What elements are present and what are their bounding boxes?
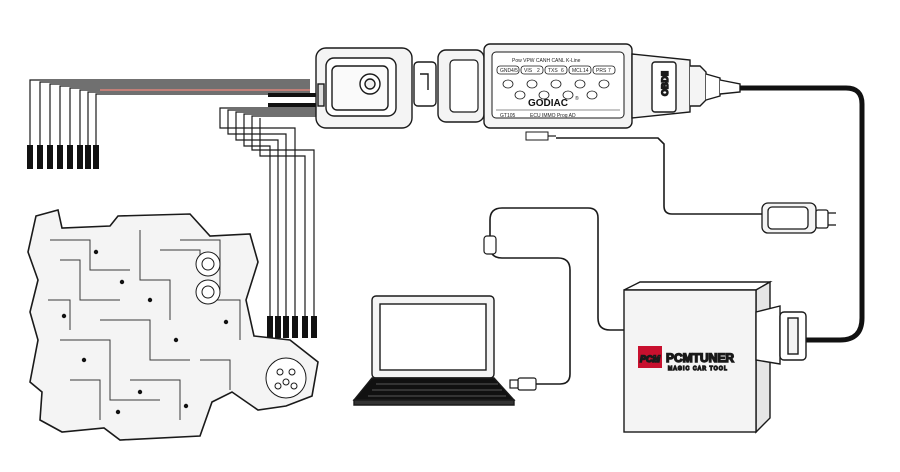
power-cable [556, 137, 762, 215]
cable-ferrite [483, 235, 497, 255]
pcmtuner-brand: PCMTUNER [666, 351, 734, 365]
godiac-pin-label: GND [500, 68, 512, 74]
godiac-pin-number: 4/5 [511, 68, 518, 74]
probe-pins-left [27, 79, 310, 169]
godiac-pin-number: 14 [583, 68, 589, 74]
bench-adapter-box[interactable] [315, 47, 437, 129]
pcmtuner-device[interactable]: PCM PCMTUNER MAGIC CAR TOOL [623, 280, 807, 434]
pcm-logo [638, 346, 662, 368]
obd2-to-pcmtuner-cable [740, 85, 865, 343]
obd2-label: OBDII [660, 71, 670, 96]
godiac-pin-label: VIS [524, 68, 533, 74]
godiac-registered: ® [575, 95, 579, 102]
usb-plug-icon [509, 377, 537, 391]
godiac-gt105-device[interactable]: Pow VPW CANH CANL K-Line GND VIS TXS MCL… [437, 43, 633, 141]
godiac-brand: GODIAC [528, 98, 568, 109]
godiac-pin-label: TXS [548, 68, 558, 74]
godiac-pin-row [496, 65, 616, 75]
godiac-led-row [502, 79, 610, 100]
usb-cable [489, 207, 626, 385]
godiac-pin-number: 2 [537, 68, 540, 74]
pcmtuner-tagline: MAGIC CAR TOOL [668, 366, 728, 372]
power-adapter-icon [761, 202, 836, 234]
laptop-icon[interactable] [352, 295, 516, 406]
ecu-board-icon [27, 209, 319, 441]
probe-pins-middle [219, 107, 318, 338]
godiac-pin-label: PRS [596, 68, 607, 74]
pcm-logo-text: PCM [640, 354, 661, 364]
godiac-pin-number: 7 [608, 68, 611, 74]
godiac-pin-label: MCL [572, 68, 583, 74]
godiac-model: GT105 [500, 113, 516, 119]
godiac-pin-header: Pow VPW CANH CANL K-Line [512, 58, 581, 64]
adapter-input-cables [268, 93, 318, 107]
godiac-subtitle: ECU IMMO Prog AD [530, 113, 576, 119]
obd2-connector[interactable]: OBDII [631, 53, 741, 119]
godiac-pin-number: 6 [561, 68, 564, 74]
